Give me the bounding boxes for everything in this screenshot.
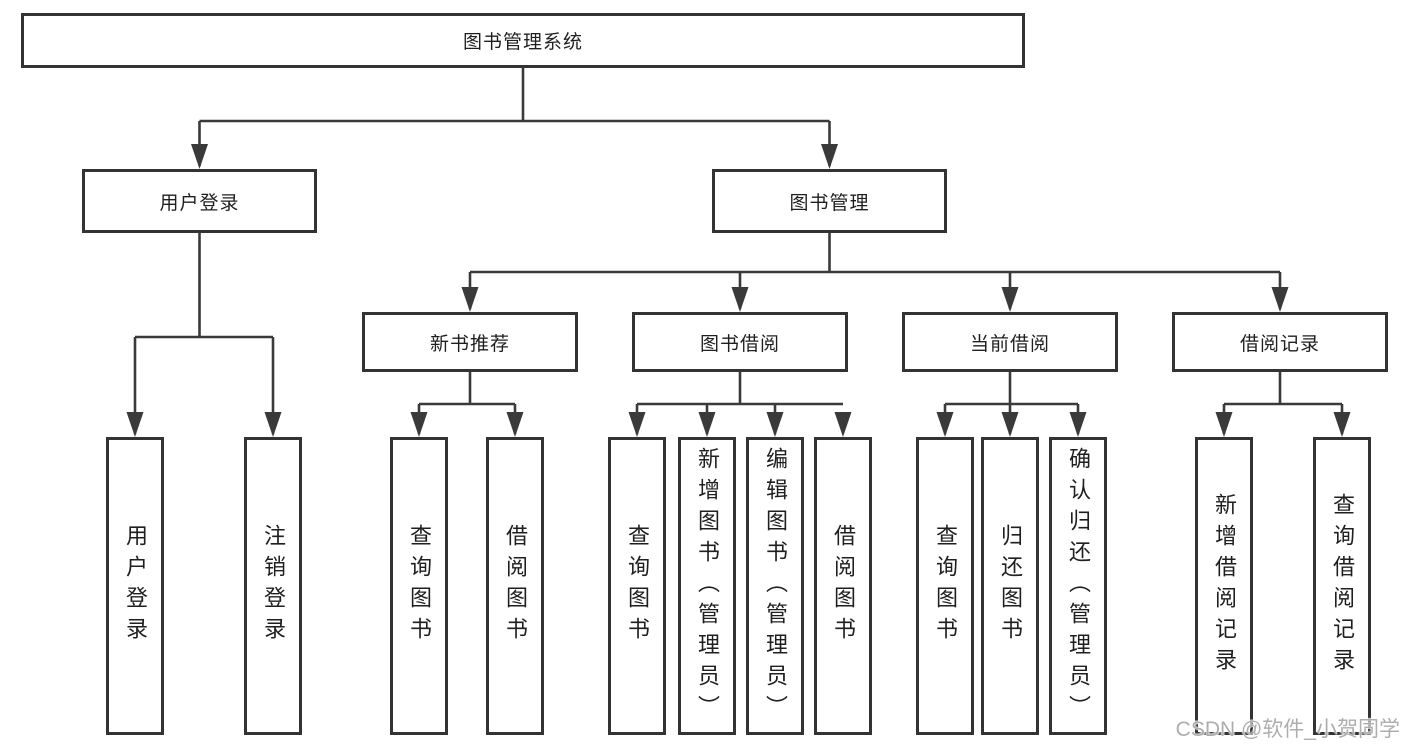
- leaf-label: 新增借阅记录: [1212, 493, 1237, 679]
- arrowhead: [506, 412, 524, 437]
- leaf-return-books: 归还图书: [981, 437, 1039, 735]
- leaf-user-login: 用户登录: [106, 437, 164, 735]
- leaf-query-books-current: 查询图书: [916, 437, 974, 735]
- leaf-confirm-return-admin: 确认归还（管理员）: [1049, 437, 1107, 735]
- leaf-label: 查询图书: [625, 524, 650, 648]
- csdn-watermark: CSDN @软件_小贺同学: [1175, 718, 1400, 741]
- leaf-logout: 注销登录: [244, 437, 302, 735]
- arrowhead: [1001, 412, 1019, 437]
- arrowhead: [731, 287, 749, 312]
- leaf-borrow-books: 借阅图书: [814, 437, 872, 735]
- node-current-borrowing: 当前借阅: [902, 312, 1118, 372]
- arrowhead: [834, 412, 852, 437]
- node-book-borrowing: 图书借阅: [632, 312, 848, 372]
- node-borrowing-records: 借阅记录: [1172, 312, 1388, 372]
- leaf-query-books-borrow: 查询图书: [608, 437, 666, 735]
- arrowhead: [191, 144, 208, 169]
- leaf-borrow-books-recommend: 借阅图书: [486, 437, 544, 735]
- leaf-query-borrow-record: 查询借阅记录: [1313, 437, 1371, 735]
- arrowhead: [264, 412, 282, 437]
- leaf-add-books-admin: 新增图书（管理员）: [678, 437, 736, 735]
- arrowhead: [126, 412, 144, 437]
- node-library-management-system: 图书管理系统: [21, 13, 1025, 68]
- leaf-label: 注销登录: [261, 524, 286, 648]
- leaf-label: 归还图书: [998, 524, 1023, 648]
- node-user-login: 用户登录: [82, 169, 317, 233]
- arrowhead: [628, 412, 646, 437]
- arrowhead: [461, 287, 479, 312]
- leaf-edit-books-admin: 编辑图书（管理员）: [746, 437, 804, 735]
- arrowhead: [1001, 287, 1019, 312]
- leaf-label: 借阅图书: [831, 524, 856, 648]
- leaf-add-borrow-record: 新增借阅记录: [1195, 437, 1253, 735]
- connector-path: [133, 68, 1344, 434]
- arrowhead: [698, 412, 716, 437]
- arrowhead: [1069, 412, 1087, 437]
- arrowhead: [1271, 287, 1289, 312]
- leaf-label: 新增图书（管理员）: [695, 446, 720, 726]
- arrowhead: [766, 412, 784, 437]
- leaf-label: 查询图书: [407, 524, 432, 648]
- arrowhead: [1215, 412, 1233, 437]
- arrowhead: [936, 412, 954, 437]
- leaf-label: 查询图书: [933, 524, 958, 648]
- leaf-query-books-recommend: 查询图书: [390, 437, 448, 735]
- arrowhead: [821, 144, 838, 169]
- leaf-label: 编辑图书（管理员）: [763, 446, 788, 726]
- arrowhead: [410, 412, 428, 437]
- node-new-book-recommendation: 新书推荐: [362, 312, 578, 372]
- node-book-management: 图书管理: [712, 169, 947, 233]
- leaf-label: 用户登录: [123, 524, 148, 648]
- leaf-label: 查询借阅记录: [1330, 493, 1355, 679]
- leaf-label: 借阅图书: [503, 524, 528, 648]
- leaf-label: 确认归还（管理员）: [1066, 446, 1091, 726]
- arrowhead: [1333, 412, 1351, 437]
